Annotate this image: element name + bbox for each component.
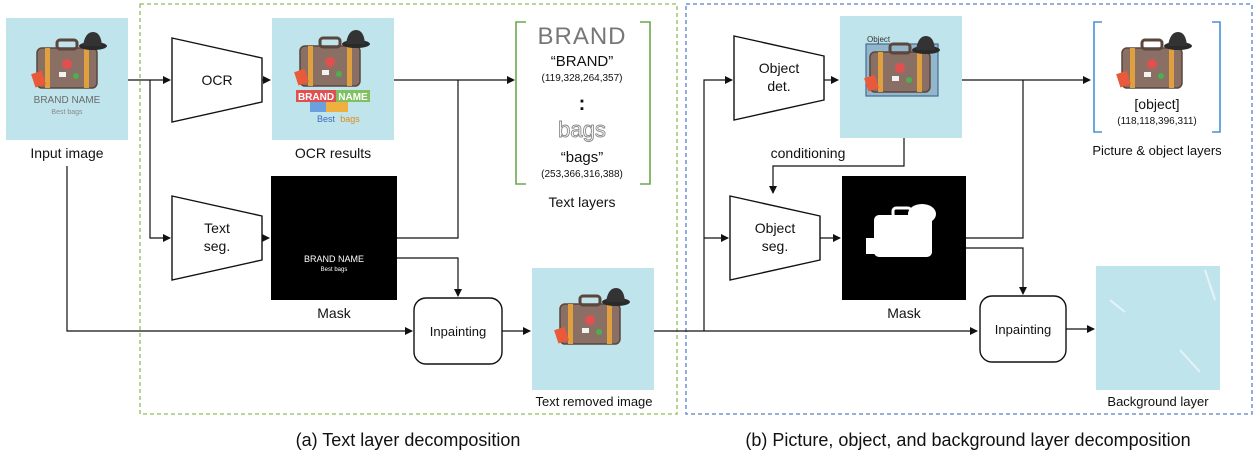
conditioning-label: conditioning	[771, 145, 846, 161]
inpainting-b-block: Inpainting	[979, 295, 1067, 363]
text-layers-caption: Text layers	[549, 194, 616, 210]
text-mask-image: BRAND NAME Best bags	[271, 176, 397, 300]
ocr-overlay-best: Best	[317, 114, 336, 124]
text-layer-box-brand: (119,328,264,357)	[542, 73, 623, 84]
text-mask-caption: Mask	[317, 305, 351, 321]
object-det-label-line1: Object	[759, 60, 800, 76]
section-a-frame	[139, 3, 678, 415]
text-removed-caption: Text removed image	[535, 394, 652, 409]
text-layer-box-bags: (253,366,316,388)	[541, 169, 623, 180]
text-layer-quote-bags: “bags”	[561, 149, 604, 166]
ocr-overlay-brand: BRAND	[298, 92, 334, 103]
mask-tagline: Best bags	[321, 267, 348, 273]
section-b-frame	[685, 3, 1253, 415]
object-det-block: Object det.	[733, 35, 825, 121]
ocr-overlay-bags: bags	[340, 114, 360, 124]
object-layer-label: [object]	[1134, 96, 1179, 112]
mask-brand-name: BRAND NAME	[304, 254, 364, 264]
ocr-overlay-name: NAME	[338, 92, 368, 103]
text-layer-glyph-bags: bags	[558, 117, 606, 142]
inpainting-a-block: Inpainting	[413, 297, 503, 365]
object-seg-label-line1: Object	[755, 220, 796, 236]
object-detection-image: Object	[840, 16, 962, 138]
section-a-arrows	[66, 76, 531, 335]
input-image-caption: Input image	[30, 145, 103, 161]
section-b-title: (b) Picture, object, and background laye…	[745, 430, 1190, 450]
text-seg-block: Text seg.	[171, 195, 263, 281]
object-seg-block: Object seg.	[729, 195, 821, 281]
text-layer-ellipsis: :	[579, 93, 586, 115]
text-removed-image	[532, 268, 654, 390]
text-layers-bracket: BRAND “BRAND” (119,328,264,357) : bags “…	[515, 21, 651, 185]
object-layer-box: (118,118,396,311)	[1117, 116, 1197, 127]
ocr-results-caption: OCR results	[295, 145, 371, 161]
object-mask-image	[842, 176, 966, 300]
object-mask-caption: Mask	[887, 305, 921, 321]
text-seg-label-line1: Text	[204, 220, 230, 236]
ocr-label: OCR	[201, 72, 232, 88]
input-brand-name: BRAND NAME	[34, 95, 101, 106]
text-layer-quote-brand: “BRAND”	[551, 53, 614, 70]
input-brand-tagline: Best bags	[51, 109, 83, 116]
text-seg-label-line2: seg.	[204, 238, 230, 254]
object-layer-bracket: [object] (118,118,396,311)	[1093, 21, 1221, 133]
input-image: BRAND NAME Best bags	[6, 18, 128, 140]
section-b-arrows	[654, 76, 1095, 335]
ocr-block: OCR	[171, 37, 263, 123]
object-seg-label-line2: seg.	[762, 238, 788, 254]
object-box-label: Object	[867, 35, 891, 44]
background-layer-caption: Background layer	[1107, 394, 1209, 409]
text-layer-glyph-brand: BRAND	[537, 23, 626, 50]
object-det-label-line2: det.	[767, 78, 790, 94]
inpainting-b-label: Inpainting	[995, 322, 1051, 337]
section-a-title: (a) Text layer decomposition	[296, 430, 521, 450]
ocr-results-image: BRAND NAME Best bags	[272, 18, 394, 140]
background-layer-image	[1096, 266, 1220, 390]
inpainting-a-label: Inpainting	[430, 324, 486, 339]
object-layer-caption: Picture & object layers	[1092, 143, 1222, 158]
